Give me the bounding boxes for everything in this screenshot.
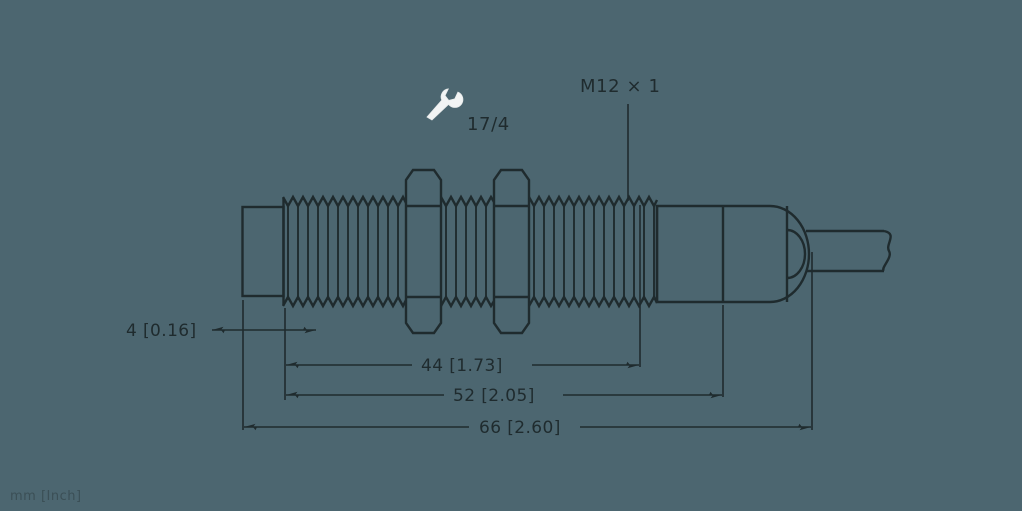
units-note: mm [Inch] — [10, 489, 82, 504]
dimension-texts: 4 [0.16] 44 [1.73] 52 [2.05] 66 [2.60] — [126, 321, 561, 438]
thread-flanks-right — [533, 206, 655, 297]
hex-nut-2 — [492, 168, 531, 335]
hex-nut-1 — [404, 168, 443, 335]
annotation-layer: M12 × 1 17/4 — [426, 76, 661, 201]
cable — [806, 229, 892, 273]
thread-crest-top-left — [281, 194, 408, 209]
wrench-icon — [426, 88, 464, 121]
wrench-label: 17/4 — [467, 114, 510, 135]
thread-crest-top-right — [527, 194, 659, 209]
sensor-geometry — [241, 168, 892, 335]
thread-root-bottom-right — [527, 294, 659, 309]
dimension-label-52: 52 [2.05] — [453, 386, 535, 406]
dimension-label-44: 44 [1.73] — [421, 356, 503, 376]
rear-housing — [655, 204, 811, 304]
thread-flanks-left — [287, 206, 399, 297]
thread-root-bottom-left — [281, 294, 408, 309]
thread-flanks-mid — [445, 206, 487, 297]
thread-crest-top-mid — [439, 194, 496, 209]
dimension-layer — [212, 205, 813, 431]
sensing-face — [241, 205, 285, 298]
thread-root-bottom-mid — [439, 294, 496, 309]
dimension-label-66: 66 [2.60] — [479, 418, 561, 438]
thread-label: M12 × 1 — [580, 76, 661, 97]
dimension-label-4: 4 [0.16] — [126, 321, 197, 341]
